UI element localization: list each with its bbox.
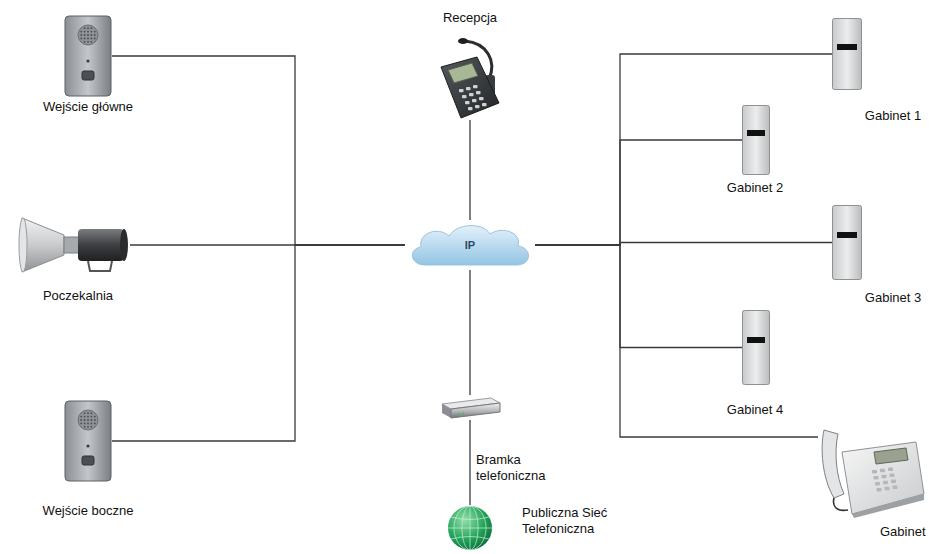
device-label: Gabinet 1 bbox=[865, 108, 921, 124]
network-line bbox=[112, 56, 405, 245]
room-panel: Gabinet 2 bbox=[742, 105, 770, 175]
panel-icon bbox=[742, 105, 770, 175]
gateway-icon bbox=[439, 395, 501, 420]
panel-icon bbox=[742, 310, 770, 385]
network-line bbox=[535, 54, 832, 245]
reception-console: Recepcja bbox=[435, 35, 505, 120]
device-label: Poczekalnia bbox=[43, 288, 113, 304]
room-panel: Gabinet 4 bbox=[742, 310, 770, 385]
device-label: Wejście główne bbox=[43, 99, 133, 115]
network-line bbox=[535, 245, 818, 437]
phone-gateway: Bramka telefoniczna bbox=[439, 395, 501, 420]
network-line bbox=[535, 245, 742, 348]
device-label: Gabinet 2 bbox=[727, 180, 783, 196]
device-label: Gabinet 4 bbox=[727, 402, 783, 418]
device-label: Publiczna Sieć Telefoniczna bbox=[522, 505, 622, 537]
network-line bbox=[469, 270, 470, 395]
network-line bbox=[535, 140, 742, 245]
device-label: Wejście boczne bbox=[43, 503, 134, 519]
globe-icon bbox=[445, 505, 495, 551]
desk-phone: Gabinet bbox=[818, 418, 926, 518]
horn-speaker: Poczekalnia bbox=[18, 215, 130, 275]
phone-icon bbox=[818, 418, 926, 518]
intercom-panel: Wejście główne bbox=[64, 15, 112, 97]
panel-icon bbox=[832, 205, 862, 280]
room-panel: Gabinet 1 bbox=[832, 18, 862, 90]
network-label: IP bbox=[405, 220, 535, 270]
ip-cloud: IP bbox=[405, 220, 535, 270]
panel-icon bbox=[832, 18, 862, 90]
desk-icon bbox=[435, 35, 505, 120]
intercom-icon bbox=[64, 400, 112, 482]
pstn-globe: Publiczna Sieć Telefoniczna bbox=[445, 505, 495, 551]
network-line bbox=[469, 120, 470, 220]
room-panel: Gabinet 3 bbox=[832, 205, 862, 280]
intercom-panel: Wejście boczne bbox=[64, 400, 112, 482]
network-line bbox=[112, 245, 405, 441]
device-label: Bramka telefoniczna bbox=[476, 452, 561, 484]
intercom-icon bbox=[64, 15, 112, 97]
device-label: Recepcja bbox=[443, 10, 497, 26]
device-label: Gabinet 3 bbox=[865, 290, 921, 306]
horn-icon bbox=[18, 215, 130, 275]
device-label: Gabinet bbox=[880, 524, 926, 540]
network-line bbox=[469, 420, 470, 505]
